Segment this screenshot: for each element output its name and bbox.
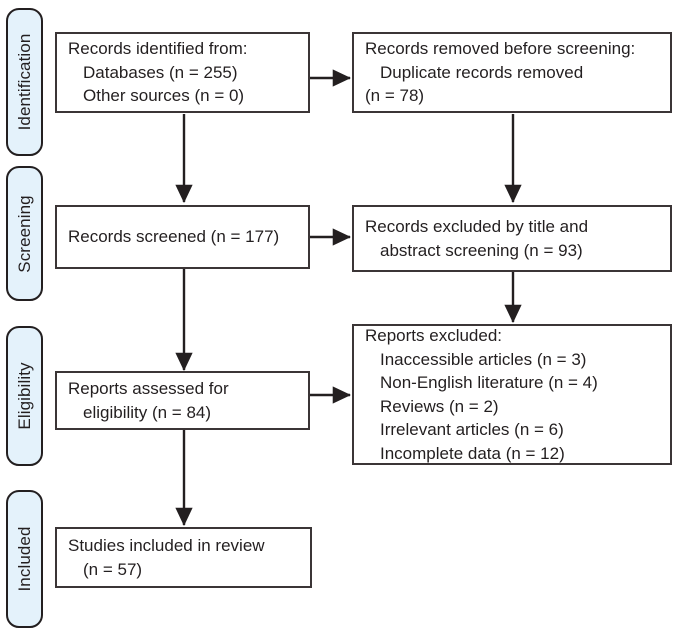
reports-excluded-line-1: Reports excluded: — [365, 326, 503, 345]
box-reports-excluded: Reports excluded: Inaccessible articles … — [352, 324, 672, 465]
stage-tab-included-label: Included — [14, 526, 34, 592]
stage-tab-included: Included — [6, 490, 43, 628]
box-records-removed: Records removed before screening: Duplic… — [352, 32, 672, 113]
records-screened-line-1: Records screened (n = 177) — [68, 227, 280, 247]
stage-tab-screening-label: Screening — [14, 194, 34, 273]
reports-excluded-line-4: Reviews (n = 2) — [380, 396, 499, 416]
studies-included-line-2: (n = 57) — [83, 559, 143, 579]
records-identified-line-3: Other sources (n = 0) — [83, 86, 245, 106]
records-excluded-line-1: Records excluded by title and — [365, 217, 589, 236]
records-identified-line-1: Records identified from: — [68, 39, 248, 59]
records-removed-line-2: Duplicate records removed — [380, 62, 584, 82]
stage-tab-eligibility-label: Eligibility — [14, 362, 34, 430]
reports-excluded-line-6: Incomplete data (n = 12) — [380, 443, 565, 463]
stage-tab-screening: Screening — [6, 166, 43, 301]
reports-excluded-line-3: Non-English literature (n = 4) — [380, 373, 598, 392]
records-identified-line-2: Databases (n = 255) — [83, 62, 238, 82]
box-studies-included: Studies included in review (n = 57) — [55, 527, 312, 588]
box-records-identified: Records identified from: Databases (n = … — [55, 32, 310, 113]
reports-excluded-line-2: Inaccessible articles (n = 3) — [380, 349, 587, 369]
records-removed-line-1: Records removed before screening: — [365, 39, 636, 59]
stage-tab-eligibility: Eligibility — [6, 326, 43, 466]
box-reports-assessed: Reports assessed for eligibility (n = 84… — [55, 371, 310, 430]
reports-assessed-line-2: eligibility (n = 84) — [83, 402, 212, 422]
reports-excluded-line-5: Irrelevant articles (n = 6) — [380, 420, 564, 439]
stage-tab-identification: Identification — [6, 8, 43, 156]
box-records-screened: Records screened (n = 177) — [55, 205, 310, 269]
reports-assessed-line-1: Reports assessed for — [68, 379, 229, 398]
box-records-excluded: Records excluded by title and abstract s… — [352, 205, 672, 272]
records-removed-line-3: (n = 78) — [365, 86, 425, 106]
stage-tab-identification-label: Identification — [14, 33, 34, 131]
studies-included-line-1: Studies included in review — [68, 536, 265, 555]
records-excluded-line-2: abstract screening (n = 93) — [380, 240, 583, 260]
